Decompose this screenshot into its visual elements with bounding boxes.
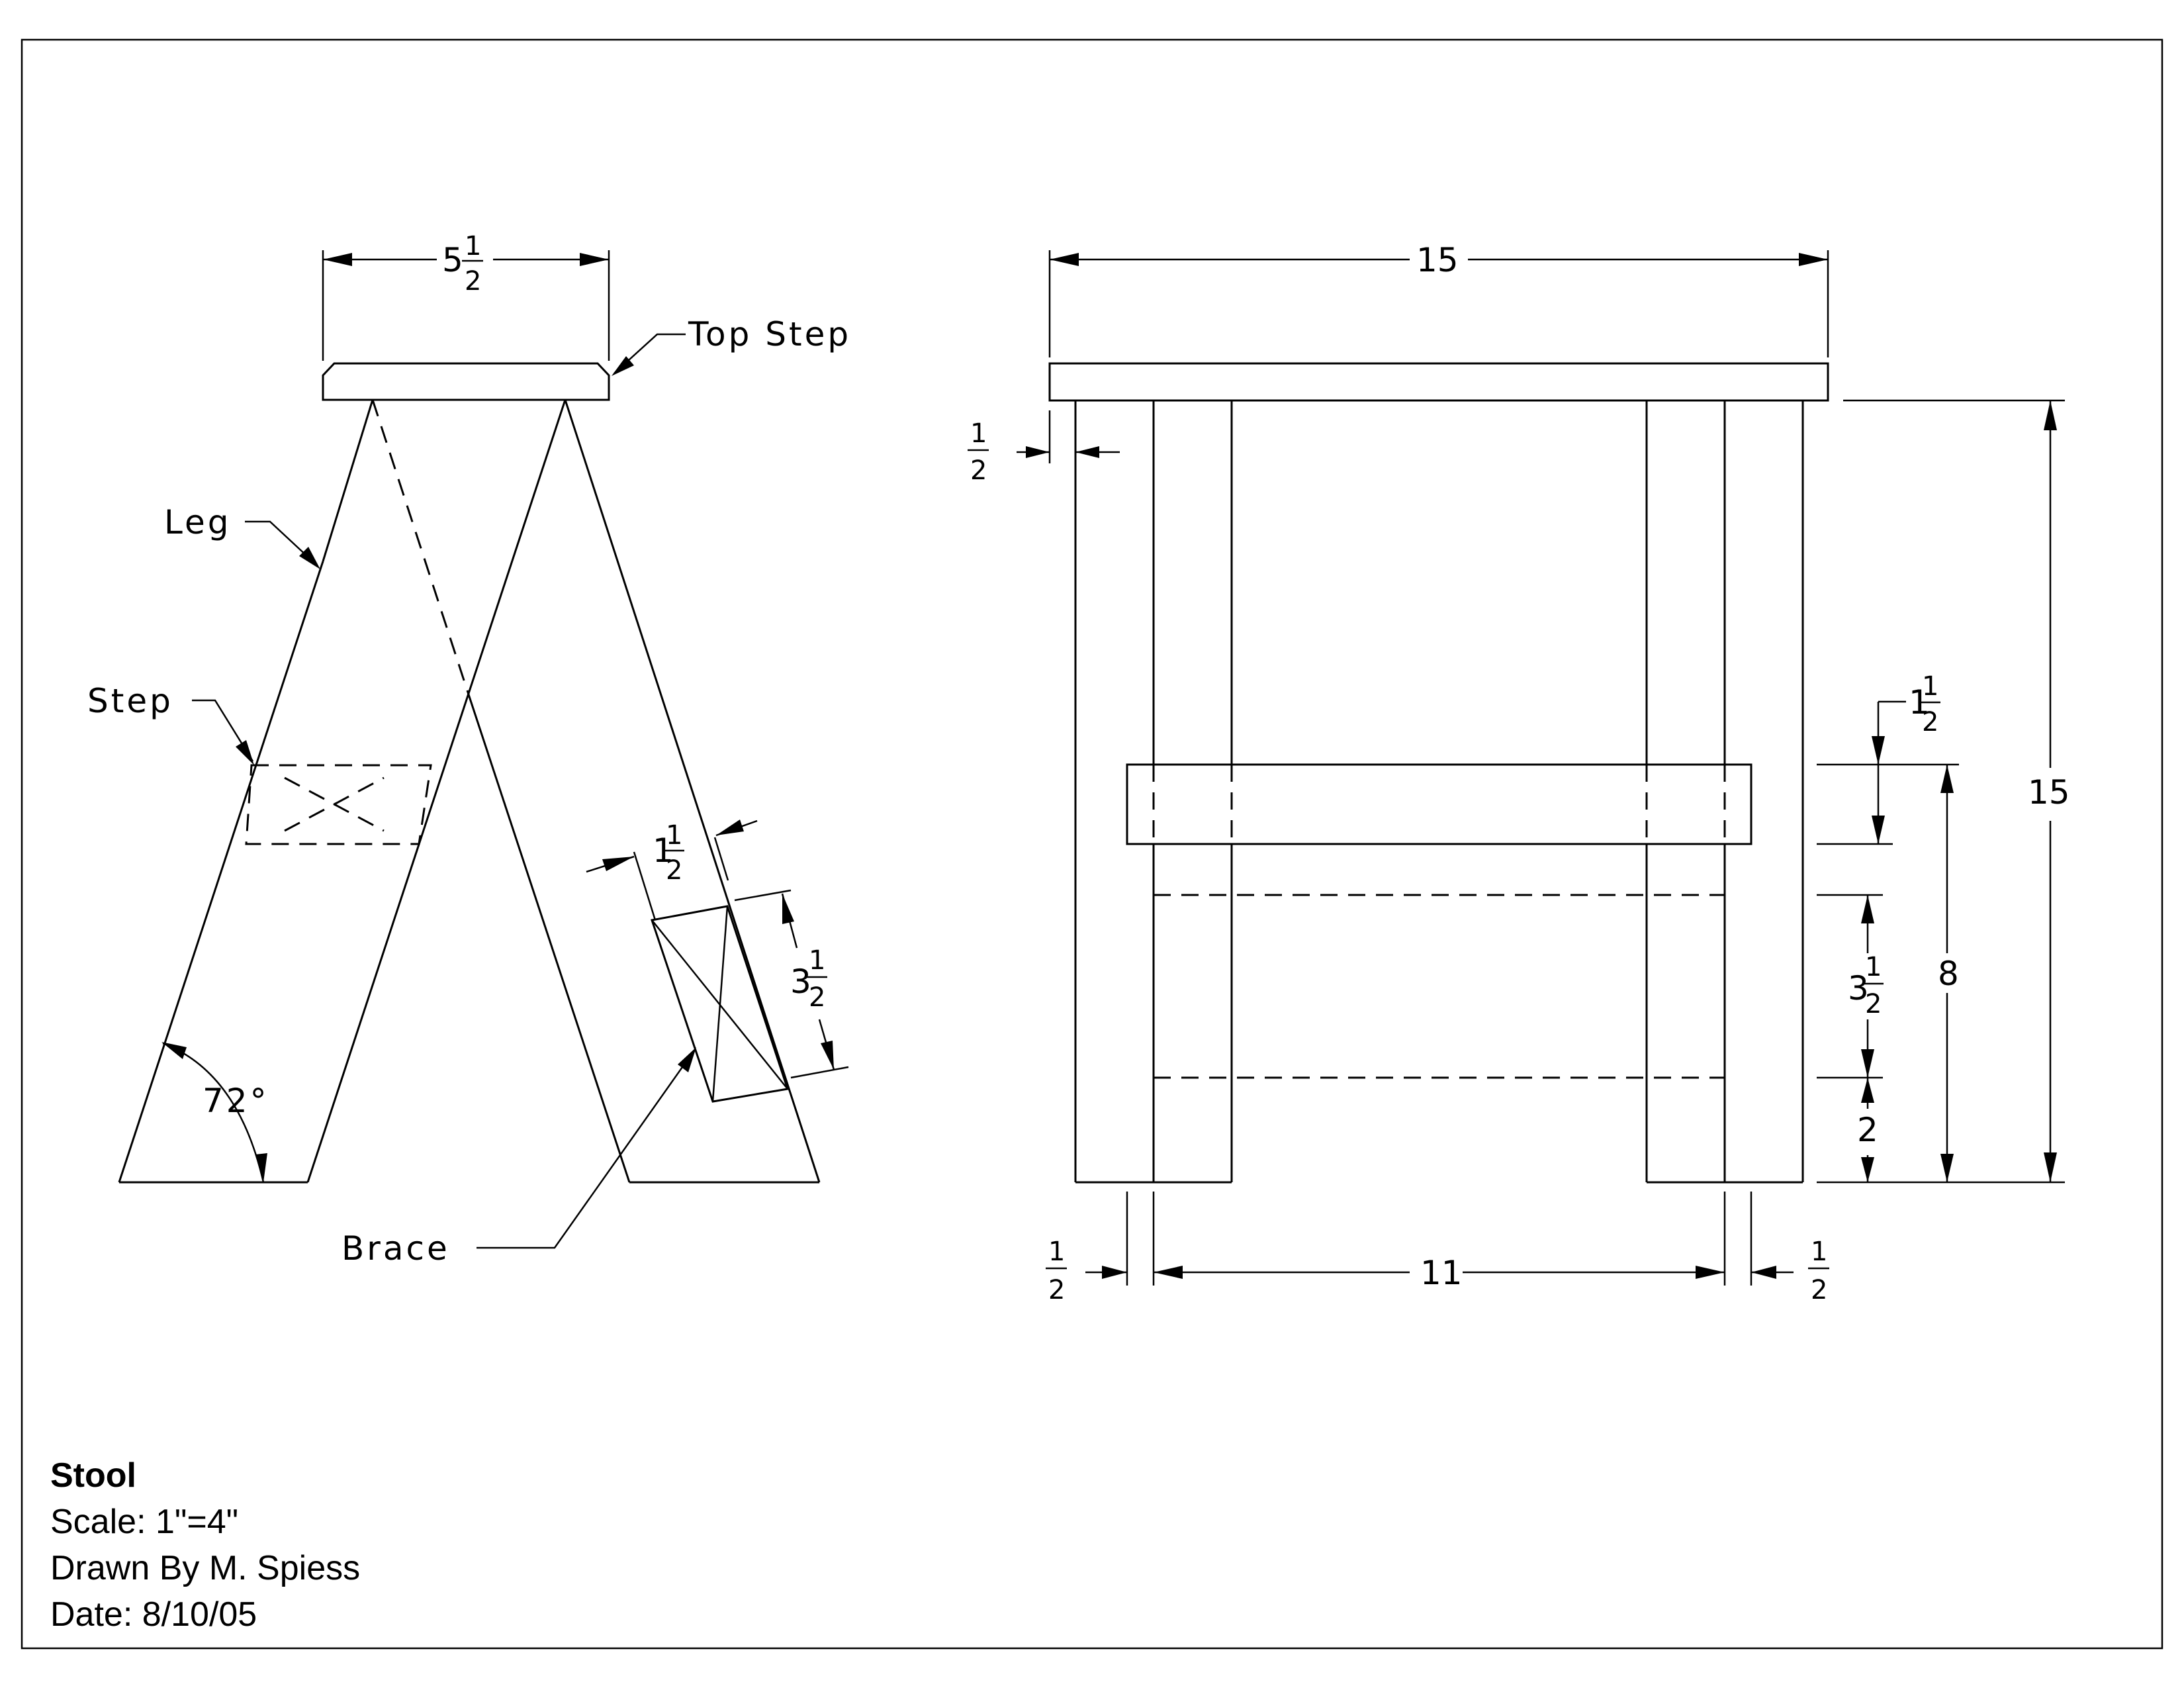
dim-top-width-num: 1: [465, 231, 481, 261]
callout-top-step: Top Step: [612, 315, 851, 376]
front-left-legs: [1074, 400, 1233, 1184]
dim-step-height: 8: [1938, 765, 1959, 1182]
front-view: 15 1 2 15: [968, 241, 2070, 1305]
label-step: Step: [87, 682, 173, 720]
drawing-date: Date: 8/10/05: [50, 1595, 257, 1634]
dim-leg-angle: 72°: [161, 1042, 269, 1183]
label-leg: Leg: [164, 503, 231, 541]
dim-brace-height: 3 1 2: [734, 889, 849, 1079]
dim-brace-width-num: 1: [666, 820, 682, 851]
label-brace: Brace: [341, 1229, 450, 1268]
dim-brace-height-num: 1: [809, 945, 825, 976]
dim-overall-height-value: 15: [2028, 773, 2070, 812]
dim-right-inset: 1 2: [1751, 1237, 1829, 1305]
dim-brace-height-den: 2: [809, 982, 825, 1013]
dim-overall-width-value: 15: [1416, 241, 1459, 279]
callout-step: Step: [87, 682, 254, 765]
dim-inner-span-value: 11: [1420, 1254, 1463, 1292]
front-right-legs: [1645, 400, 1804, 1184]
dim-front-brace-height-whole: 3: [1848, 969, 1869, 1008]
label-leg-angle: 72°: [203, 1082, 269, 1120]
dim-top-width-den: 2: [465, 266, 481, 297]
dim-front-brace-height: 3 1 2: [1817, 894, 1884, 1079]
dim-top-overhang-den: 2: [970, 455, 987, 486]
dim-right-inset-den: 2: [1811, 1275, 1827, 1305]
dim-brace-height-whole: 3: [790, 962, 811, 1001]
front-step-board: [1126, 763, 1752, 845]
dim-overall-width: 15: [1048, 241, 1829, 357]
dim-top-width-whole: 5: [442, 241, 463, 279]
drawing-title: Stool: [50, 1456, 136, 1495]
callout-brace: Brace: [341, 1047, 696, 1268]
sheet-border: [21, 38, 2163, 1650]
front-top-board: [1048, 362, 1829, 402]
dim-brace-width: 1 1 2: [586, 820, 758, 921]
side-view: 5 1 2 Top Step Leg Step Brace: [87, 231, 851, 1268]
dim-step-thickness-num: 1: [1922, 671, 1938, 702]
dim-left-inset-num: 1: [1048, 1237, 1065, 1267]
step-hidden: [245, 764, 432, 845]
dim-overall-height: 15: [1817, 399, 2070, 1184]
dim-brace-offset: 2: [1857, 1078, 1878, 1182]
dim-top-width: 5 1 2: [322, 231, 610, 361]
dim-top-overhang-num: 1: [970, 418, 987, 449]
front-leg: [118, 399, 567, 1184]
rear-leg: [371, 399, 821, 1184]
label-top-step: Top Step: [688, 315, 851, 353]
dim-front-brace-height-num: 1: [1865, 952, 1882, 982]
dim-left-inset-den: 2: [1048, 1275, 1065, 1305]
dim-inner-span: 11: [1126, 1192, 1752, 1292]
dim-brace-width-den: 2: [666, 855, 682, 886]
callout-leg: Leg: [164, 503, 320, 569]
dim-front-brace-height-den: 2: [1865, 989, 1882, 1019]
drawing-scale: Scale: 1"=4": [50, 1503, 239, 1541]
dim-step-thickness-den: 2: [1922, 707, 1938, 737]
top-step-board: [322, 362, 610, 401]
title-block: Stool Scale: 1"=4" Drawn By M. Spiess Da…: [50, 1452, 360, 1638]
dim-right-inset-num: 1: [1811, 1237, 1827, 1267]
drawing-author: Drawn By M. Spiess: [50, 1549, 361, 1587]
dim-left-inset: 1 2: [1046, 1237, 1127, 1305]
dim-step-thickness: 1 1 2: [1817, 671, 1959, 845]
dim-top-overhang: 1 2: [968, 410, 1120, 486]
dim-brace-offset-value: 2: [1857, 1111, 1878, 1149]
brace: [651, 905, 789, 1103]
dim-step-height-value: 8: [1938, 955, 1959, 993]
